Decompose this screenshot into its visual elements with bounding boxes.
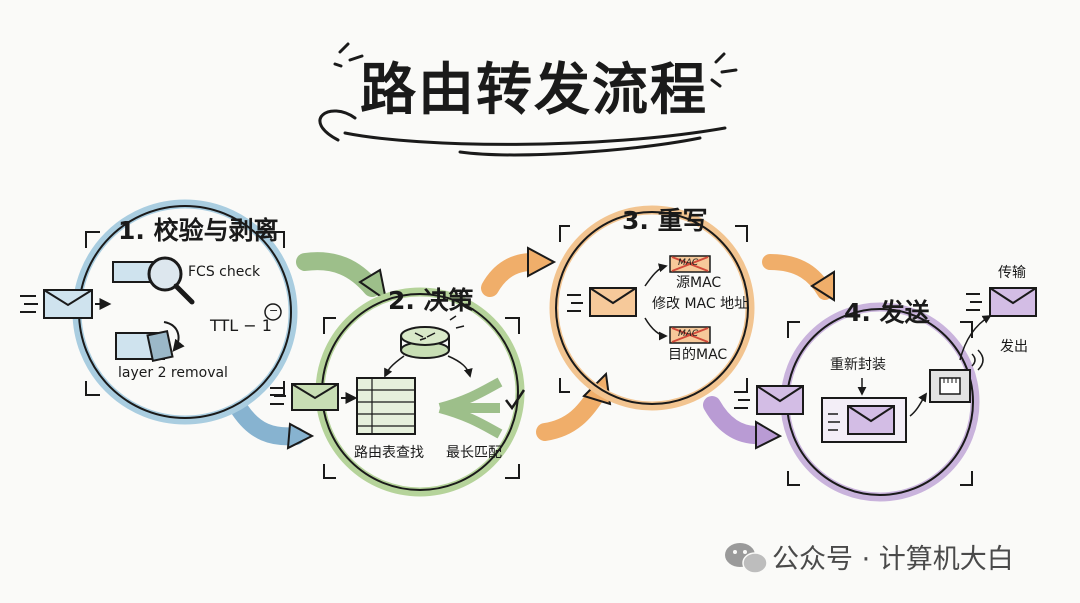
title-flourish bbox=[318, 42, 738, 157]
router-icon bbox=[384, 315, 473, 378]
step3-packet-icon bbox=[567, 263, 668, 341]
step2-heading: 2. 决策 bbox=[388, 286, 474, 315]
step1-packet-icon bbox=[20, 289, 112, 319]
crossed-mac-icon bbox=[669, 255, 711, 344]
ttl-sign: − bbox=[269, 304, 279, 317]
flow-arrows bbox=[231, 246, 835, 450]
longest-match-icon bbox=[438, 377, 526, 439]
magnifier-icon bbox=[112, 256, 195, 305]
step4-heading: 4. 发送 bbox=[844, 298, 930, 327]
longest-match-label: 最长匹配 bbox=[446, 445, 502, 461]
watermark-text: 公众号 · 计算机大白 bbox=[772, 544, 1014, 575]
send-out-label: 发出 bbox=[1000, 339, 1028, 355]
dst-mac-label: 目的MAC bbox=[668, 347, 728, 363]
page-title: 路由转发流程 bbox=[360, 57, 708, 123]
arrow-2-to-3 bbox=[481, 253, 541, 297]
routing-table-icon bbox=[356, 377, 416, 435]
fcs-check-label: FCS check bbox=[188, 264, 261, 280]
reencap-envelope-icon bbox=[821, 378, 927, 443]
reencap-label: 重新封装 bbox=[830, 357, 886, 373]
step1-heading: 1. 校验与剥离 bbox=[118, 216, 279, 245]
transmit-label: 传输 bbox=[998, 265, 1026, 281]
transmit-envelope-icon bbox=[966, 287, 1037, 317]
step4-packet-icon bbox=[734, 385, 804, 415]
mac-stamp-dst: MAC bbox=[678, 329, 699, 339]
arrow-3-to-4-lower bbox=[703, 396, 769, 445]
arrow-2-to-3-lower bbox=[536, 386, 605, 441]
mac-stamp-src: MAC bbox=[678, 258, 699, 268]
src-mac-label: 源MAC bbox=[676, 275, 722, 291]
wechat-icon bbox=[725, 543, 768, 574]
modify-mac-label: 修改 MAC 地址 bbox=[652, 296, 749, 312]
step3-circle bbox=[549, 205, 755, 411]
layer2-label: layer 2 removal bbox=[118, 365, 228, 381]
layer2-strip-icon bbox=[115, 321, 185, 362]
ttl-label: TTL − 1 bbox=[210, 316, 272, 335]
arrow-1-to-2-lower bbox=[231, 401, 305, 446]
step2-packet-icon bbox=[270, 383, 358, 411]
step3-heading: 3. 重写 bbox=[622, 206, 708, 235]
network-port-icon bbox=[929, 315, 992, 403]
routing-lookup-label: 路由表查找 bbox=[354, 445, 424, 461]
ttl-minus-icon bbox=[264, 303, 282, 321]
